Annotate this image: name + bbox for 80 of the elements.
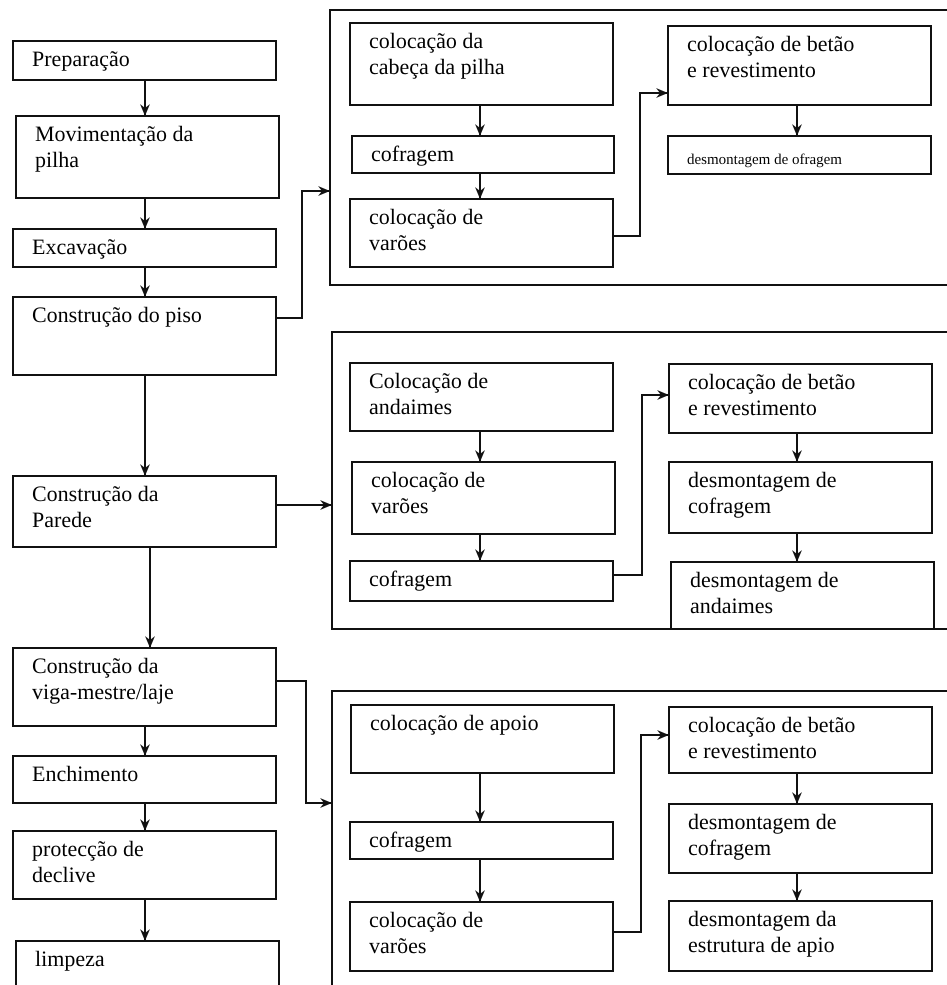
process-box [668, 706, 933, 774]
step-label: desmontagem de ofragem [687, 151, 843, 170]
arrow [140, 199, 150, 229]
group-panel [331, 331, 947, 630]
step-label: colocação de betão e revestimento [688, 369, 856, 421]
arrow [145, 548, 155, 648]
process-box [667, 25, 932, 106]
arrow [140, 81, 150, 116]
process-box [12, 755, 277, 804]
step-label: desmontagem de cofragem [688, 467, 838, 519]
process-box [15, 940, 280, 985]
step-label: cofragem [369, 827, 454, 853]
arrow [140, 376, 150, 476]
arrow [475, 174, 485, 199]
step-label: Excavação [32, 234, 128, 260]
process-box [351, 135, 615, 174]
arrow [475, 774, 485, 822]
step-label: Construção do piso [32, 302, 203, 328]
step-label: colocação de varões [369, 907, 484, 959]
arrow [140, 804, 150, 831]
arrow [792, 874, 802, 901]
arrow [140, 900, 150, 941]
arrow [475, 535, 485, 561]
process-box [15, 115, 280, 199]
process-box [668, 461, 933, 534]
step-label: Movimentação da pilha [35, 121, 194, 173]
step-label: colocação de varões [371, 467, 486, 519]
arrow [475, 860, 485, 902]
arrow [792, 534, 802, 562]
process-box [12, 830, 277, 900]
arrow [792, 106, 802, 136]
process-box [668, 803, 933, 874]
arrow [614, 730, 669, 933]
step-label: desmontagem de cofragem [688, 809, 838, 861]
step-label: desmontagem de andaimes [690, 567, 840, 619]
process-box [349, 198, 614, 268]
process-box [670, 561, 935, 628]
process-box [12, 647, 277, 727]
step-label: Preparação [32, 46, 131, 72]
process-box [349, 821, 614, 860]
process-box [12, 228, 277, 268]
step-label: Construção da viga-mestre/laje [32, 653, 175, 705]
process-box [12, 40, 277, 81]
process-box [351, 461, 616, 535]
arrow [277, 680, 332, 808]
step-label: protecção de declive [32, 836, 145, 888]
step-label: desmontagem da estrutura de apio [688, 906, 838, 958]
step-label: colocação da cabeça da pilha [369, 28, 506, 80]
arrow [140, 268, 150, 297]
group-panel [331, 690, 947, 985]
arrow [277, 186, 330, 319]
arrow [140, 727, 150, 756]
process-box [12, 475, 277, 548]
step-label: colocação de betão e revestimento [687, 31, 856, 83]
arrow [475, 106, 485, 136]
arrow [614, 88, 668, 237]
step-label: colocação de betão e revestimento [688, 712, 856, 764]
arrow [277, 500, 332, 510]
step-label: colocação de varões [369, 204, 484, 256]
process-box [349, 901, 614, 972]
step-label: Colocação de andaimes [369, 368, 490, 420]
process-box [349, 362, 614, 432]
process-box [349, 22, 614, 106]
process-box [350, 704, 615, 774]
process-box [668, 900, 933, 972]
group-panel [329, 9, 947, 286]
process-box [668, 363, 933, 434]
arrow [614, 390, 669, 576]
step-label: cofragem [371, 141, 456, 167]
process-box [349, 560, 614, 602]
arrow [475, 432, 485, 462]
step-label: limpeza [35, 946, 106, 972]
arrow [792, 774, 802, 804]
step-label: Construção da Parede [32, 481, 160, 533]
step-label: colocação de apoio [370, 710, 540, 736]
step-label: Enchimento [32, 761, 140, 787]
step-label: cofragem [369, 566, 454, 592]
process-box [12, 296, 277, 376]
process-box [667, 135, 932, 175]
arrow [792, 434, 802, 462]
